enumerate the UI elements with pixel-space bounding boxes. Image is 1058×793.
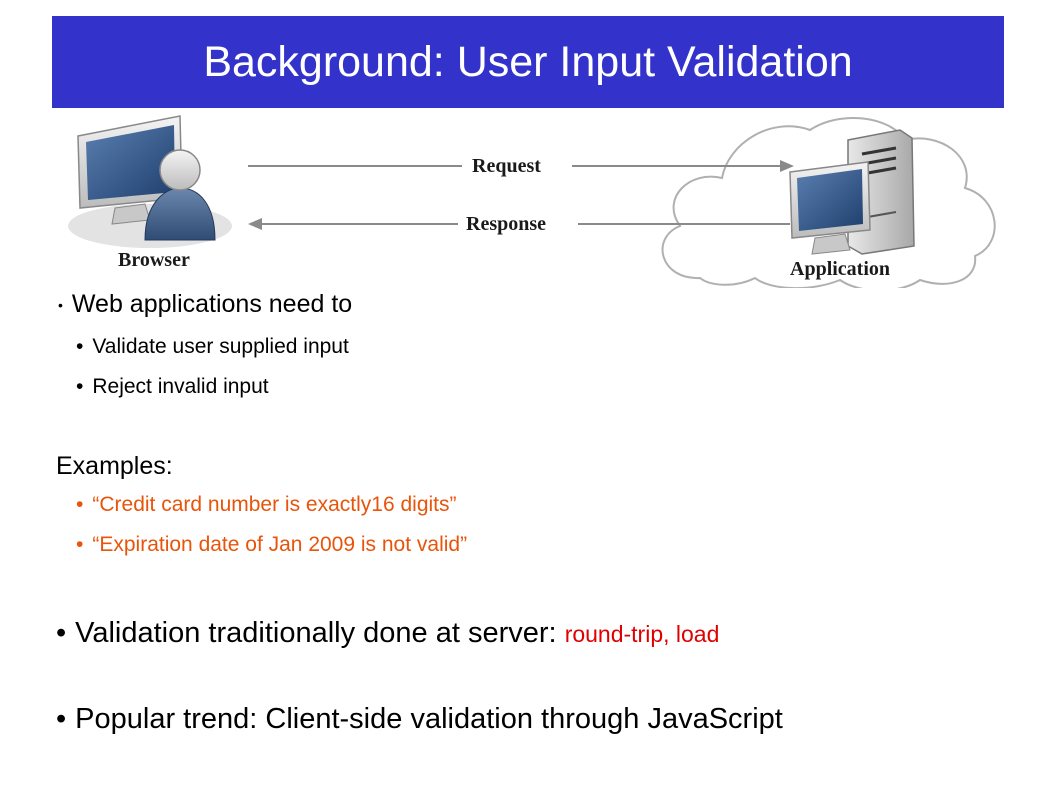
slide-title: Background: User Input Validation (203, 37, 853, 86)
examples-heading: Examples: (56, 452, 173, 480)
response-arrow (248, 218, 790, 230)
application-label: Application (790, 258, 890, 280)
request-label: Request (472, 155, 541, 177)
browser-computer-icon (68, 115, 232, 248)
application-monitor-icon (789, 161, 871, 255)
server-validation-note: round-trip, load (564, 621, 720, 647)
response-label: Response (466, 213, 546, 235)
sub-bullet-reject: •Reject invalid input (76, 375, 269, 398)
bullet-intro: •Web applications need to (58, 290, 353, 318)
title-bar: Background: User Input Validation (52, 16, 1004, 108)
browser-label: Browser (118, 249, 190, 271)
bullet-client-trend: •Popular trend: Client-side validation t… (56, 703, 783, 735)
sub-bullet-validate: •Validate user supplied input (76, 335, 349, 358)
client-server-diagram: Browser Application Request Response (68, 115, 996, 288)
example-expiration: •“Expiration date of Jan 2009 is not val… (76, 533, 468, 556)
user-person-icon (144, 149, 216, 241)
example-credit-card: •“Credit card number is exactly16 digits… (76, 493, 457, 516)
request-arrow (248, 160, 794, 172)
bullet-server-validation: •Validation traditionally done at server… (56, 617, 720, 649)
